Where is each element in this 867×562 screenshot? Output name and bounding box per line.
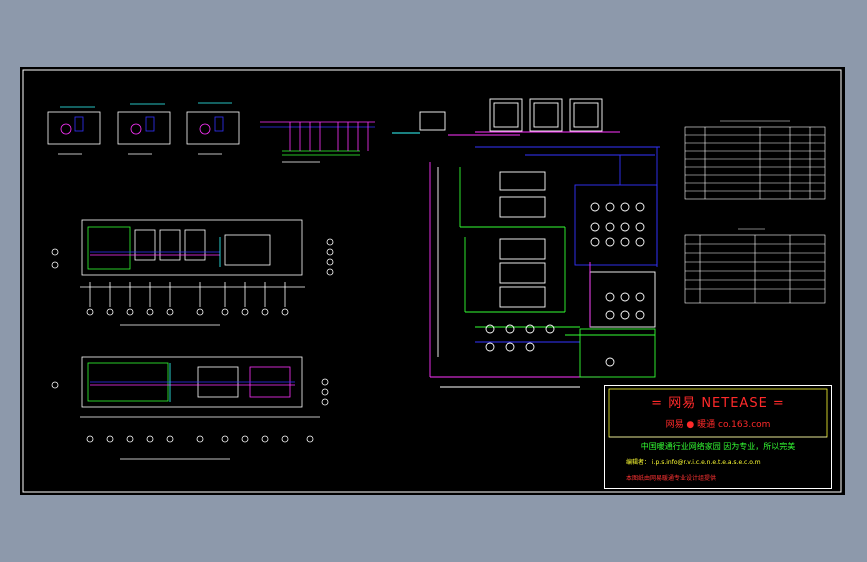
title-block-frame xyxy=(604,385,832,489)
equipment-table xyxy=(684,120,826,200)
floor-plan-2 xyxy=(51,356,329,460)
detail-2 xyxy=(117,103,171,155)
detail-1 xyxy=(47,106,101,155)
title-block-subtitle: 网易 ● 暖通 co.163.com xyxy=(665,420,771,430)
title-block-contact: 编辑者： i.p.s.info@r.v.i.c.e.n.e.t.e.a.s.e.… xyxy=(626,459,761,466)
drawing-sheet: = 网易 NETEASE = 网易 ● 暖通 co.163.com 中国暖通行业… xyxy=(20,67,845,495)
title-block-note: 本图纸由网易暖通专业设计组提供 xyxy=(626,475,717,482)
floor-plan-1 xyxy=(51,219,334,326)
sheet-frame xyxy=(22,69,842,493)
title-block: = 网易 NETEASE = 网易 ● 暖通 co.163.com 中国暖通行业… xyxy=(604,385,832,489)
system-schematic xyxy=(392,98,660,388)
detail-3 xyxy=(186,102,240,155)
legend-table xyxy=(684,228,826,304)
cad-drawing xyxy=(22,69,842,493)
pump-grid xyxy=(590,202,645,320)
detail-4 xyxy=(260,121,375,163)
cooling-towers xyxy=(489,98,603,132)
title-block-slogan: 中国暖通行业网络家园 因为专业，所以完美 xyxy=(640,442,796,451)
title-block-title: = 网易 NETEASE = xyxy=(651,396,785,411)
detail-drawings xyxy=(47,102,375,163)
